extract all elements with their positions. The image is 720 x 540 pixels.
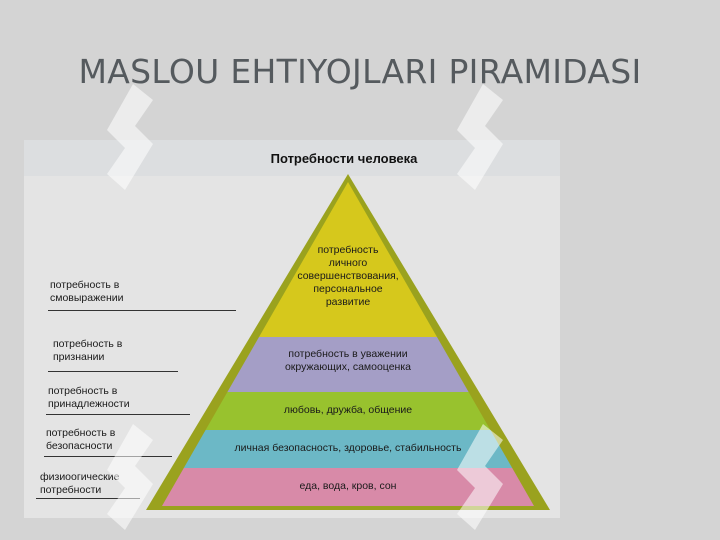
tier-text-physiological: еда, вода, кров, сон — [299, 480, 397, 492]
tier-text-belonging: любовь, дружба, общение — [283, 404, 413, 416]
tier-text-safety: личная безопасность, здоровье, стабильно… — [234, 442, 462, 454]
side-label-underline — [48, 371, 178, 372]
side-label-belonging: потребность в принадлежности — [48, 385, 130, 410]
pyramid-tier-belonging — [205, 392, 491, 430]
figure-title: Потребности человека — [270, 151, 418, 166]
pyramid-tier-esteem — [227, 337, 469, 392]
side-label-safety: потребность в безопасности — [46, 427, 116, 452]
tier-text-self-actualization: потребность личного совершенствования, п… — [297, 244, 399, 308]
side-label-underline — [46, 414, 190, 415]
side-label-physiological: физиоогические потребности — [40, 471, 120, 496]
side-label-underline — [36, 498, 140, 499]
side-label-underline — [44, 456, 172, 457]
slide-title: MASLOU EHTIYOJLARI PIRAMIDASI — [78, 52, 642, 91]
pyramid-tier-physiological — [162, 468, 534, 506]
tier-text-esteem: потребность в уважении окружающих, самоо… — [284, 348, 412, 373]
side-label-self-expression: потребность в смовыражении — [50, 279, 124, 304]
side-label-recognition: потребность в признании — [53, 338, 123, 363]
pyramid-tier-self-actualization — [259, 182, 437, 337]
pyramid-tier-safety — [183, 430, 513, 468]
side-label-underline — [48, 310, 236, 311]
